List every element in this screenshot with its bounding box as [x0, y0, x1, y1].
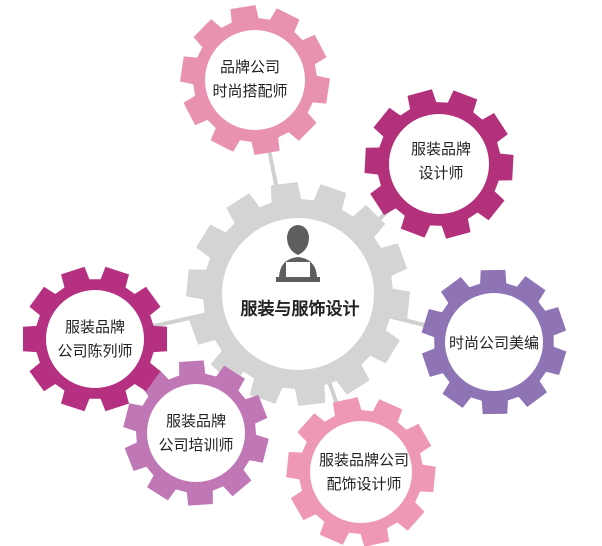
gear-accessory-designer [286, 397, 436, 546]
person-laptop-icon [276, 225, 320, 282]
gear-art-editor [421, 269, 567, 415]
gear-shapes [23, 5, 567, 546]
gear-label-line: 服装品牌 [165, 412, 227, 430]
gear-label-art-editor: 时尚公司美编 [449, 331, 539, 355]
gear-fashion-designer [364, 89, 514, 239]
center-title: 服装与服饰设计 [240, 299, 360, 320]
center-gear [186, 182, 410, 406]
gear-display-designer [23, 266, 167, 412]
gear-hole [389, 114, 489, 214]
gear-label-trainer: 服装品牌 公司培训师 [158, 409, 233, 457]
gear-label-accessory-designer: 服装品牌公司 配饰设计师 [319, 448, 409, 496]
gear-label-line: 配饰设计师 [326, 475, 402, 493]
gear-label-display-designer: 服装品牌 公司陈列师 [57, 315, 132, 363]
gear-label-line: 时尚公司美编 [448, 334, 540, 352]
gear-label-line: 时尚搭配师 [212, 82, 288, 100]
gear-hole [46, 290, 144, 388]
gear-label-line: 服装品牌 [64, 318, 126, 336]
gear-label-line: 公司培训师 [158, 436, 234, 454]
gear-label-line: 服装品牌公司 [318, 451, 410, 469]
gear-hole [205, 30, 305, 130]
gear-hole [147, 384, 245, 482]
gear-label-brand-stylist: 品牌公司 时尚搭配师 [212, 55, 287, 103]
gear-hole [222, 218, 374, 370]
gear-label-fashion-designer: 服装品牌 设计师 [411, 137, 471, 185]
gear-hole [310, 421, 412, 523]
gear-brand-stylist [180, 5, 330, 155]
gear-label-line: 品牌公司 [219, 58, 281, 76]
gear-hole [445, 293, 543, 391]
gear-trainer [123, 360, 269, 506]
gear-label-line: 服装品牌 [410, 140, 472, 158]
gear-label-line: 公司陈列师 [57, 342, 133, 360]
gear-label-line: 设计师 [418, 164, 464, 182]
